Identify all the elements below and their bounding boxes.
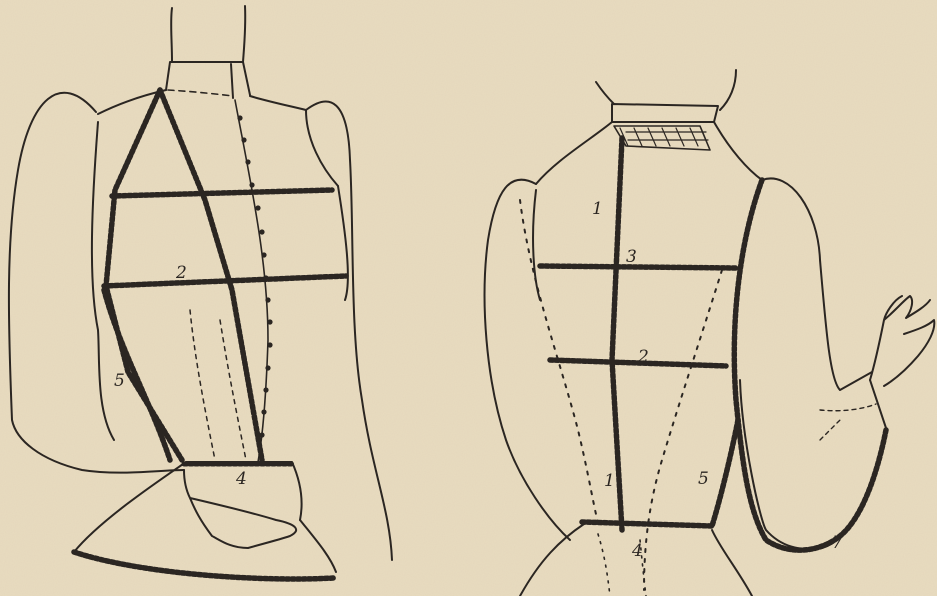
back-tape-shoulder-width: [540, 266, 736, 268]
front-label-5: 5: [114, 371, 125, 391]
back-label-1-upper: 1: [592, 199, 603, 219]
front-label-4: 4: [235, 469, 247, 489]
back-label-1-lower: 1: [604, 471, 615, 491]
back-label-5: 5: [698, 469, 709, 489]
back-label-3: 3: [626, 247, 637, 267]
front-label-2: 2: [175, 263, 187, 283]
back-label-7: 7: [832, 533, 843, 553]
back-label-4: 4: [631, 541, 643, 561]
back-label-2: 2: [637, 347, 649, 367]
